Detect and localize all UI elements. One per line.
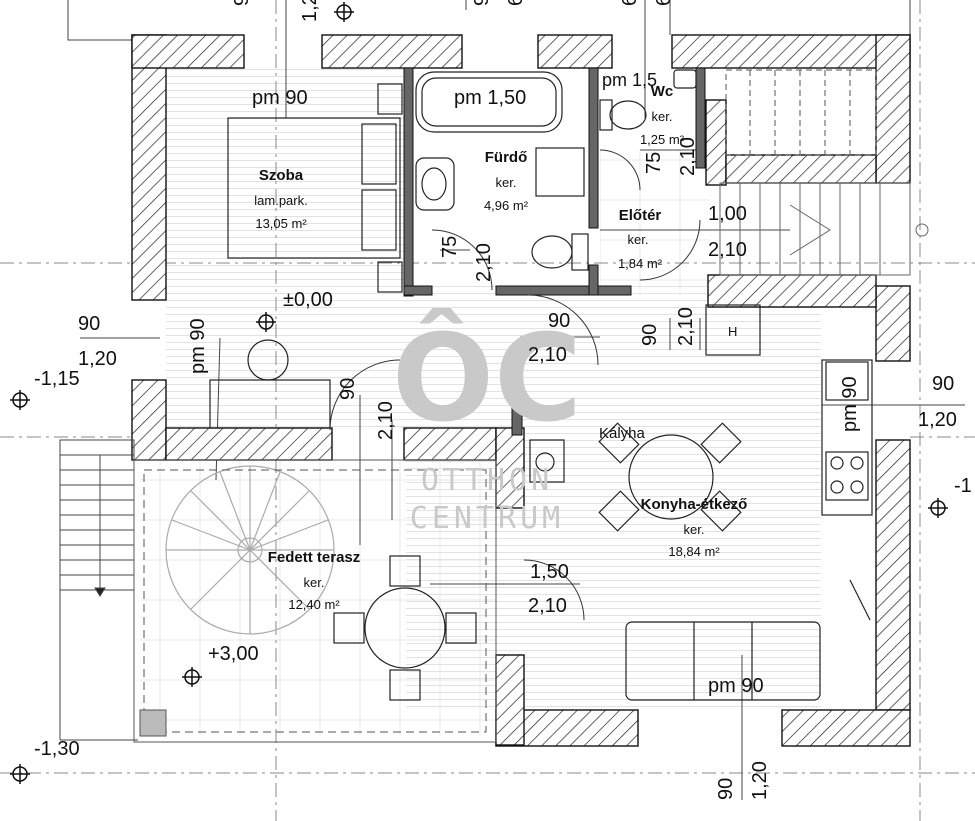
room-finish-konyha: ker. (684, 522, 705, 537)
dim-mid-a: 90 (337, 378, 359, 400)
stove-box (529, 439, 565, 483)
room-finish-szoba: lam.park. (254, 193, 307, 208)
room-area-konyha: 18,84 m² (668, 544, 720, 559)
dim-bath-a: 75 (439, 236, 461, 258)
toilet-wc (609, 100, 647, 130)
hob (825, 451, 869, 501)
level-markers (10, 2, 948, 784)
interior-walls (403, 67, 706, 436)
pm-bottom: pm 90 (708, 675, 764, 697)
dim-terr-w: 1,50 (530, 561, 569, 583)
room-finish-wc: ker. (652, 109, 673, 124)
washing-machine (535, 147, 585, 197)
exterior-walls (131, 34, 911, 747)
tall-unit (705, 304, 761, 356)
dim-vert-a: 90 (639, 324, 661, 346)
level-right: -1 (954, 475, 972, 497)
dim-bottom-a: 90 (715, 778, 737, 800)
top-dim-c: 9 (471, 0, 493, 6)
room-name-szoba: Szoba (259, 167, 304, 184)
dim-right-a: 90 (932, 373, 954, 395)
bathroom-fixtures (415, 69, 697, 271)
staircase-outdoor (59, 439, 135, 597)
room-finish-eloter: ker. (628, 232, 649, 247)
room-area-wc: 1,25 m² (640, 132, 685, 147)
pm-szoba: pm 90 (252, 87, 308, 109)
sink-kitchen (825, 361, 869, 401)
kitchen-counter (821, 359, 873, 516)
top-dim-d: 6 (505, 0, 527, 6)
room-area-furdo: 4,96 m² (484, 198, 529, 213)
washbasin (415, 157, 455, 211)
room-area-terasz: 12,40 m² (288, 597, 340, 612)
door-swings (329, 149, 701, 621)
staircase-entry (719, 182, 929, 276)
dim-vert-b: 2,10 (675, 307, 697, 346)
oven-label: H (728, 324, 737, 339)
room-name-konyha: Konyha-étkező (641, 496, 748, 513)
dim-left-a: 90 (78, 313, 100, 335)
dim-right-b: 1,20 (918, 409, 957, 431)
staircase-upper (725, 69, 877, 156)
dining-table-kitchen (598, 422, 742, 532)
terrace-outline (133, 459, 497, 743)
watermark: ÔC OTTHON CENTRUM (392, 309, 582, 536)
room-name-terasz: Fedett terasz (268, 549, 361, 566)
wc-sink (673, 69, 697, 89)
dim-entry-w: 1,00 (708, 203, 747, 225)
terrace-post (139, 709, 167, 737)
top-dim-a: 9 (231, 0, 253, 6)
dim-door-w: 90 (548, 310, 570, 332)
bathtub (415, 71, 563, 133)
furniture (209, 83, 873, 701)
dim-bottom-b: 1,20 (749, 761, 771, 800)
dim-terr-h: 2,10 (528, 595, 567, 617)
room-area-szoba: 13,05 m² (255, 216, 307, 231)
top-dim-b: 1,2 (299, 0, 321, 22)
level-left: -1,15 (34, 368, 80, 390)
spiral-staircase (165, 465, 335, 635)
dining-table-terrace (333, 555, 477, 701)
room-area-eloter: 1,84 m² (618, 256, 663, 271)
level-zero: ±0,00 (283, 289, 333, 311)
room-labels: Szoba lam.park. 13,05 m² Fürdő ker. 4,96… (254, 83, 747, 612)
pm-furdo: pm 1,50 (454, 87, 526, 109)
dim-wc-a: 75 (643, 152, 665, 174)
dim-bath-b: 2,10 (473, 243, 495, 282)
watermark-line2: CENTRUM (410, 501, 564, 536)
dim-mid-b: 2,10 (375, 401, 397, 440)
dimension-lines (59, 0, 965, 800)
pot (247, 339, 289, 381)
level-terrace: +3,00 (208, 643, 259, 665)
room-name-wc: Wc (651, 83, 674, 100)
bed (227, 117, 401, 259)
pm-left: pm 90 (187, 318, 209, 374)
dim-entry-h: 2,10 (708, 239, 747, 261)
level-bottom: -1,30 (34, 738, 80, 760)
top-dim-f: 6 (653, 0, 675, 6)
room-name-furdo: Fürdő (485, 149, 528, 166)
stove-label: Kályha (599, 425, 646, 442)
nightstand-top (377, 83, 403, 115)
room-name-eloter: Előtér (619, 207, 662, 224)
dim-left-b: 1,20 (78, 348, 117, 370)
pm-wc: pm 1,5 (602, 70, 657, 90)
dim-wc-b: 2,10 (677, 137, 699, 176)
top-dim-e: 6 (619, 0, 641, 6)
pm-right: pm 90 (839, 376, 861, 432)
room-finish-terasz: ker. (304, 575, 325, 590)
nightstand-bottom (377, 261, 403, 293)
room-finish-furdo: ker. (496, 175, 517, 190)
watermark-line1: OTTHON (421, 463, 553, 498)
annotations: pm 90 pm 1,50 pm 1,5 pm 90 ±0,00 -1,15 -… (34, 0, 972, 800)
watermark-logo: ÔC (392, 309, 582, 449)
sofa (625, 621, 821, 701)
dim-door-h: 2,10 (528, 344, 567, 366)
